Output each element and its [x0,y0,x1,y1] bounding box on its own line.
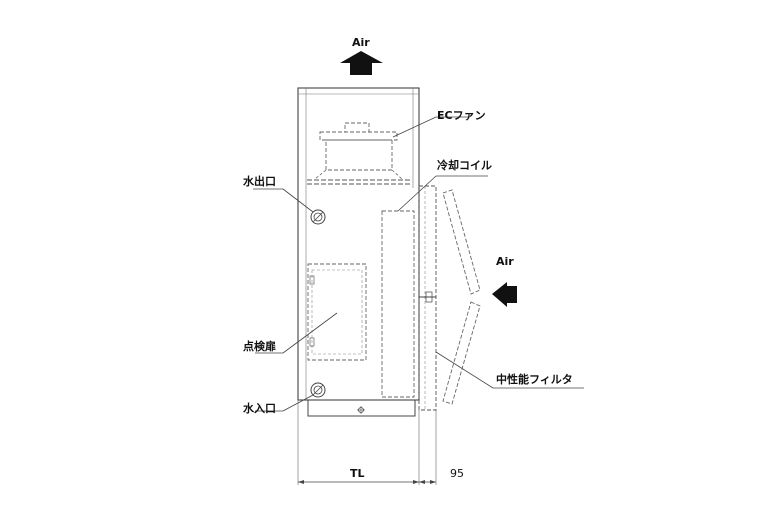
water-outlet-label: 水出口 [243,175,276,188]
side-panel [418,185,437,411]
leader-cooling-coil [397,175,437,212]
water-outlet-icon [310,209,326,225]
filter-upper-panel [442,189,481,295]
dim-tl-label: TL [350,467,365,480]
cooling-coil-label: 冷却コイル [437,159,492,172]
ec-fan-flange [319,131,398,141]
filter-lower-panel [442,301,481,405]
air-right-arrow-icon [492,282,517,307]
inspection-door [307,263,367,361]
ec-fan-label: ECファン [437,109,486,122]
unit-base [307,399,416,417]
ec-fan-body [325,139,393,171]
filter-label: 中性能フィルタ [496,373,573,386]
air-top-arrow-icon [340,51,383,75]
cooling-coil [381,210,415,398]
water-inlet-icon [310,382,326,398]
air-right-label: Air [496,255,514,268]
air-top-label: Air [352,36,370,49]
leader-ec-fan [392,116,437,138]
water-inlet-label: 水入口 [243,402,276,415]
leader-filter [435,351,494,389]
ec-fan-top [344,122,370,133]
inspection-door-label: 点検扉 [243,340,276,353]
unit-housing [297,87,420,401]
dim-95-label: 95 [450,467,464,480]
